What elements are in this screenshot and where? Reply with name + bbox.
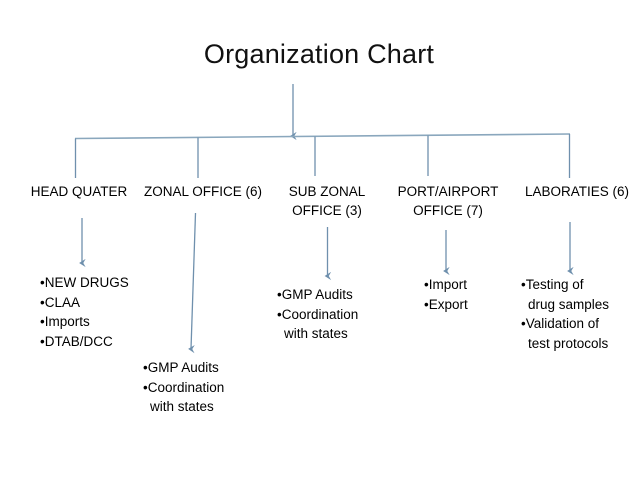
bullet-dot: •: [40, 314, 45, 329]
list-item: •Testing of drug samples: [521, 275, 633, 314]
list-item-text: GMP Audits: [281, 287, 353, 302]
list-item: •Coordination with states: [277, 305, 397, 344]
node-label-sub-zonal-office[interactable]: SUB ZONAL OFFICE (3): [268, 182, 386, 220]
list-item: •Imports: [40, 312, 158, 332]
bullet-dot: •: [40, 275, 45, 290]
bullet-dot: •: [521, 316, 526, 331]
list-item-text: Coordination: [147, 379, 225, 395]
list-item-text: Imports: [44, 314, 90, 329]
list-item-text: NEW DRUGS: [44, 275, 129, 290]
bullet-list-port-airport-office: •Import •Export: [424, 275, 524, 314]
list-item: •NEW DRUGS: [40, 273, 158, 293]
node-label-laboratories[interactable]: LABORATIES (6): [524, 184, 630, 199]
list-item-text: GMP Audits: [147, 360, 219, 375]
list-item: •Validation of test protocols: [521, 314, 633, 353]
bullet-dot: •: [424, 296, 429, 312]
list-item: •DTAB/DCC: [40, 332, 158, 352]
list-item: •GMP Audits: [143, 358, 263, 378]
list-item-text: Coordination: [281, 306, 359, 322]
node-label-head-quarter[interactable]: HEAD QUATER: [30, 184, 128, 199]
bullet-dot: •: [40, 294, 45, 310]
list-item-text-cont: drug samples: [528, 296, 610, 312]
list-item: •Export: [424, 295, 524, 315]
bullet-list-head-quarter: •NEW DRUGS •CLAA •Imports •DTAB/DCC: [40, 273, 158, 351]
bullet-dot: •: [424, 277, 429, 292]
node-label-zonal-office[interactable]: ZONAL OFFICE (6): [143, 184, 262, 199]
bullet-dot: •: [143, 379, 148, 395]
list-item: •CLAA: [40, 293, 158, 313]
bullet-dot: •: [277, 287, 282, 302]
arrow-zonal-office-to-list: [188, 212, 197, 354]
node-label-port-airport-office[interactable]: PORT/AIRPORT OFFICE (7): [386, 182, 510, 220]
node-label-sub-zonal-office-line1: SUB ZONAL: [288, 184, 366, 199]
list-item-text: Testing of: [525, 277, 584, 292]
bullet-dot: •: [40, 333, 45, 349]
page-title: Organization Chart: [203, 39, 435, 69]
node-label-port-airport-office-line1: PORT/AIRPORT: [397, 184, 499, 199]
list-item-text: Validation of: [525, 316, 600, 331]
list-item-text-cont: with states: [150, 399, 214, 414]
list-item-text: CLAA: [44, 294, 81, 310]
list-item-text: Export: [428, 296, 468, 312]
horizontal-bus: [74, 133, 571, 140]
list-item: •GMP Audits: [277, 285, 397, 305]
node-label-port-airport-office-line2: OFFICE (7): [413, 203, 483, 218]
node-label-sub-zonal-office-line2: OFFICE (3): [292, 203, 362, 218]
bullet-dot: •: [277, 306, 282, 322]
list-item: •Import: [424, 275, 524, 295]
bullet-dot: •: [521, 277, 526, 292]
list-item-text-cont: test protocols: [528, 335, 609, 351]
list-item-text-cont: with states: [284, 326, 348, 341]
list-item-text: Import: [428, 277, 467, 292]
list-item-text: DTAB/DCC: [44, 333, 113, 349]
list-item: •Coordination with states: [143, 378, 263, 417]
bullet-dot: •: [143, 360, 148, 375]
